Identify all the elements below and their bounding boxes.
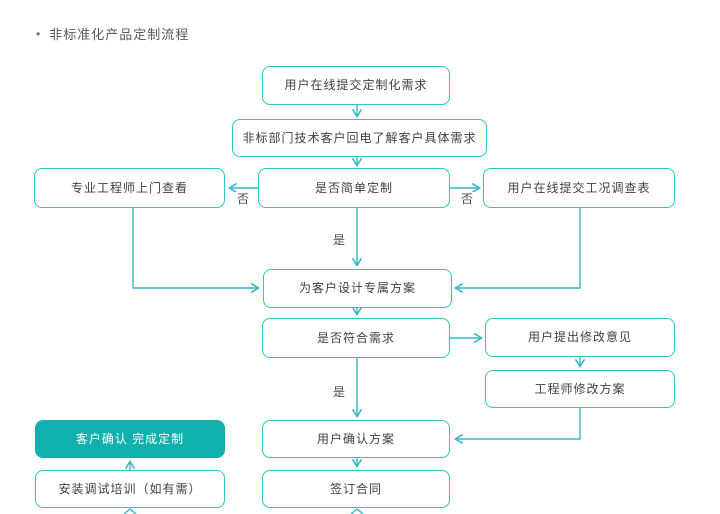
- flow-node-sign-contract: 签订合同: [262, 470, 450, 508]
- flow-node-user-feedback: 用户提出修改意见: [485, 318, 675, 357]
- connector-bottom-below-sign: [350, 508, 364, 514]
- edge-label-no-right: 否: [459, 192, 476, 206]
- flow-node-engineer-visit: 专业工程师上门查看: [34, 168, 225, 208]
- flow-node-meets-needs: 是否符合需求: [262, 318, 450, 358]
- flow-node-engineer-revise: 工程师修改方案: [485, 370, 675, 408]
- flow-node-callback: 非标部门技术客户回电了解客户具体需求: [232, 119, 487, 157]
- flow-node-survey-form: 用户在线提交工况调查表: [483, 168, 675, 208]
- page-title-text: 非标准化产品定制流程: [49, 27, 190, 42]
- connector-revise-to-confirm: [453, 408, 581, 445]
- flow-node-submit-request: 用户在线提交定制化需求: [262, 66, 450, 105]
- flow-node-design-plan: 为客户设计专属方案: [263, 269, 452, 308]
- connector-bottom-into-install: [123, 508, 137, 514]
- edge-label-no-left: 否: [235, 192, 252, 206]
- flow-node-install-training: 安装调试培训（如有需）: [35, 470, 225, 508]
- flow-node-confirm-plan: 用户确认方案: [262, 420, 450, 458]
- edge-label-yes-confirm: 是: [331, 385, 348, 399]
- page-title: • 非标准化产品定制流程: [36, 24, 189, 43]
- flow-node-custom-complete: 客户确认 完成定制: [35, 420, 225, 458]
- flow-node-simple-custom: 是否简单定制: [258, 168, 450, 208]
- bullet-icon: •: [36, 26, 42, 41]
- connector-visit-to-design: [132, 208, 261, 294]
- edge-label-yes-design: 是: [331, 233, 348, 247]
- connector-survey-to-design: [453, 208, 581, 294]
